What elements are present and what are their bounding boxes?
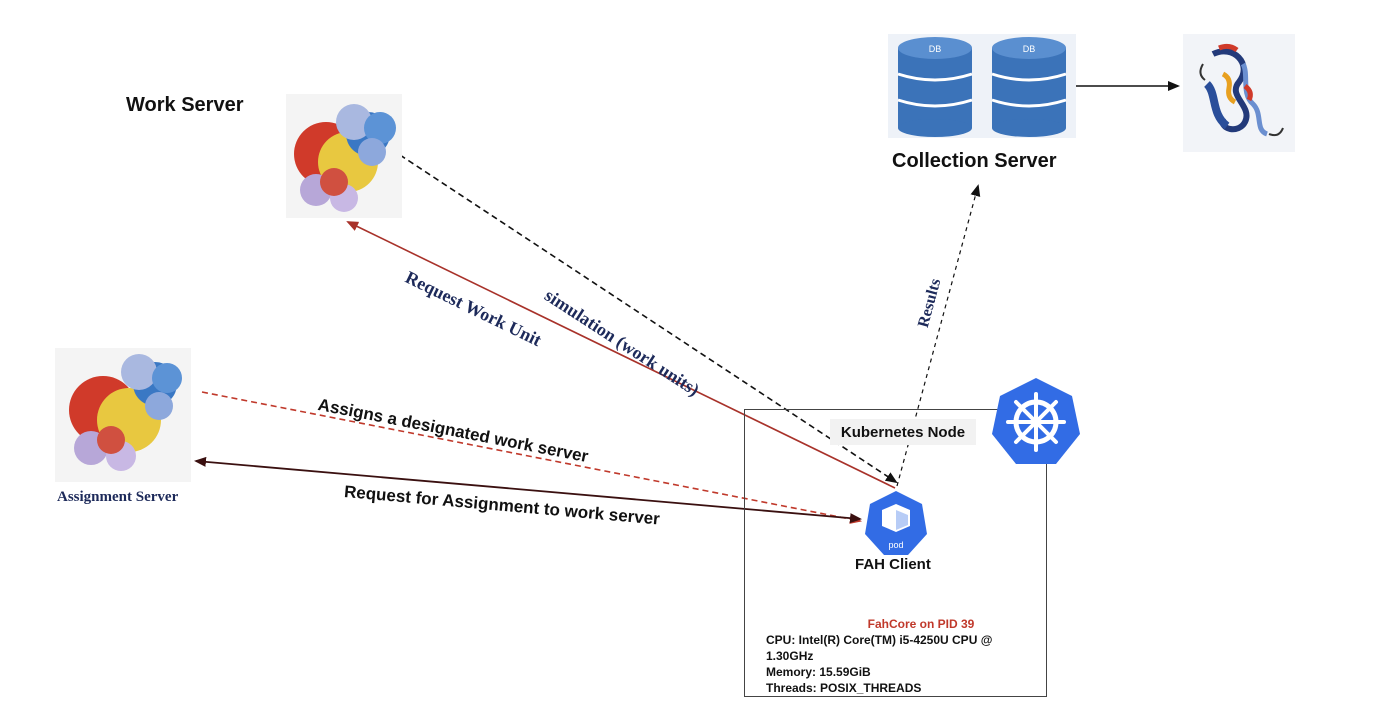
- kubernetes-node-box: [744, 409, 1047, 697]
- work-server-molecule-icon: [286, 94, 402, 218]
- kubernetes-node-label: Kubernetes Node: [830, 419, 976, 445]
- client-info-block: FahCore on PID 39 CPU: Intel(R) Core(TM)…: [766, 616, 1036, 696]
- pod-icon: pod: [864, 490, 928, 556]
- cpu-line: CPU: Intel(R) Core(TM) i5-4250U CPU @ 1.…: [766, 633, 993, 663]
- memory-line: Memory: 15.59GiB: [766, 665, 871, 679]
- db-label-1: DB: [929, 44, 942, 54]
- kubernetes-logo-icon: [990, 376, 1082, 466]
- fahcore-line: FahCore on PID 39: [867, 617, 975, 631]
- database-icon: DB: [991, 37, 1067, 137]
- protein-structure-icon: [1183, 34, 1295, 152]
- db-label-2: DB: [1023, 44, 1036, 54]
- pod-label: pod: [888, 540, 903, 550]
- collection-server-db-group: DB DB: [888, 34, 1076, 138]
- fah-client-label: FAH Client: [855, 556, 931, 573]
- threads-line: Threads: POSIX_THREADS: [766, 681, 922, 695]
- collection-server-label: Collection Server: [892, 150, 1057, 172]
- assigns-arrow: [201, 391, 862, 524]
- database-icon: DB: [897, 37, 973, 137]
- request-assignment-arrow: [194, 456, 862, 524]
- assignment-server-label: Assignment Server: [57, 489, 179, 505]
- simulation-arrow: [399, 154, 898, 484]
- assignment-server-molecule-icon: [55, 348, 191, 482]
- request-work-unit-arrow: [346, 221, 896, 489]
- work-server-label: Work Server: [126, 94, 244, 116]
